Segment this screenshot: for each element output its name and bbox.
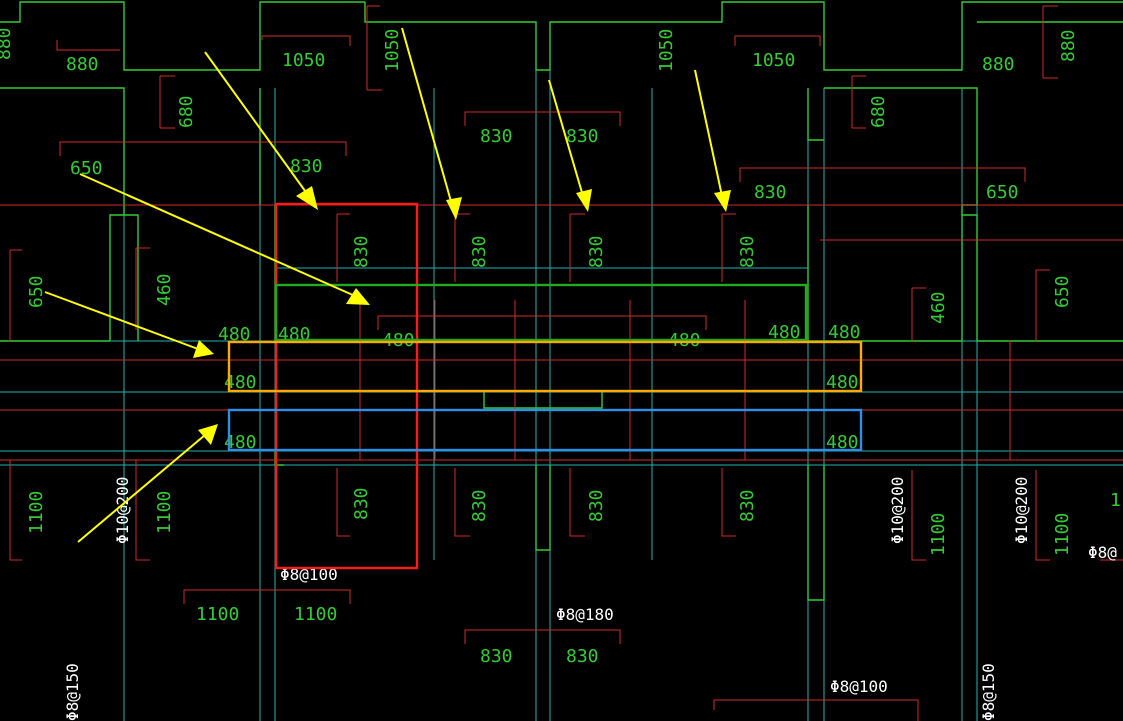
dim-label-1100-horizontal-b: 1100 [294,604,337,625]
dim-label-460-left: 460 [154,273,175,306]
arrow-head-4 [714,190,731,212]
dim-label-830-lower-b: 830 [469,489,490,522]
rebar-lines [0,5,1123,721]
arrow-head-5 [346,288,370,305]
dim-label-830-bottom-a: 830 [480,646,513,667]
dim-label-830-top-4: 830 [754,182,787,203]
dim-label-1050-right: 1050 [752,50,795,71]
annotation-arrows [44,27,731,543]
spec-label-phi8-100-a: Φ8@100 [280,565,338,584]
dim-label-480-row1-f: 480 [828,322,861,343]
spec-label-phi10-200-b: Φ10@200 [888,477,907,544]
spec-label-phi8-150-a: Φ8@150 [63,663,82,721]
arrow-line-4 [694,69,723,197]
arrow-line-6 [44,291,199,350]
dim-label-480-row1-a: 480 [218,324,251,345]
dim-label-880-right: 880 [982,54,1015,75]
dim-label-830-vertical-b: 830 [469,235,490,268]
dim-label-1100-horizontal-a: 1100 [196,604,239,625]
highlight-box-green [274,283,808,342]
arrow-line-3 [548,79,584,197]
dim-label-650-vertical-right: 650 [1052,275,1073,308]
spec-label-phi10-200-c: Φ10@200 [1012,477,1031,544]
dim-label-1050-vertical-a: 1050 [382,29,403,72]
dim-label-880-vertical-right: 880 [1058,29,1079,62]
highlight-box-red [274,202,419,570]
spec-label-phi8-100-b: Φ8@100 [830,677,888,696]
spec-label-phi8-150-b: Φ8@150 [979,663,998,721]
dim-label-480-row2-a: 480 [224,372,257,393]
highlight-boxes [227,202,863,570]
dim-label-1050-left: 1050 [282,50,325,71]
dim-label-830-vertical-d: 830 [737,235,758,268]
arrow-line-5 [79,173,356,297]
spec-label-phi10-200-a: Φ10@200 [113,477,132,544]
dim-label-1100-vertical-a: 1100 [26,491,47,534]
dim-label-480-row3-a: 480 [224,432,257,453]
dim-label-830-lower-c: 830 [586,489,607,522]
dim-label-460-right: 460 [928,291,949,324]
arrow-line-2 [401,27,453,206]
rebar-spec-labels: Φ10@200 Φ10@200 Φ10@200 Φ8@100 Φ8@180 Φ8… [63,477,1117,721]
dim-label-830-bottom-b: 830 [566,646,599,667]
highlight-box-blue [227,408,863,452]
dim-label-830-lower-a: 830 [351,487,372,520]
dim-label-880-left: 880 [66,54,99,75]
dim-label-830-top-1: 830 [480,126,513,147]
dim-label-830-lower-d: 830 [737,489,758,522]
dim-label-1100-vertical-b: 1100 [154,491,175,534]
dim-label-880-partial: 880 [0,27,15,60]
arrow-head-7 [198,424,218,445]
dim-label-830-vertical-c: 830 [586,235,607,268]
arrow-head-3 [576,189,592,212]
dim-label-650-left: 650 [70,158,103,179]
arrow-head-6 [193,340,214,358]
arrow-line-7 [77,434,206,543]
spec-label-phi8-180: Φ8@180 [556,605,614,624]
dim-label-830-top-3: 830 [290,156,323,177]
dim-label-480-row2-b: 480 [826,372,859,393]
dim-label-830-vertical-a: 830 [351,235,372,268]
dim-label-11-partial: 11 [1110,490,1123,511]
dim-label-1100-vertical-d: 1100 [1052,513,1073,556]
highlight-box-orange [227,340,863,393]
dim-label-480-row1-e: 480 [768,322,801,343]
dim-label-650-vertical-left: 650 [26,275,47,308]
dim-label-1050-vertical-b: 1050 [656,29,677,72]
arrow-head-1 [296,186,318,210]
spec-label-phi8-right: Φ8@ [1088,543,1117,562]
dim-label-680-left: 680 [176,95,197,128]
dim-label-830-top-2: 830 [566,126,599,147]
dim-label-480-row3-b: 480 [826,432,859,453]
arrow-head-2 [446,197,462,220]
dim-label-1100-vertical-c: 1100 [928,513,949,556]
dim-label-680-right: 680 [868,95,889,128]
arrow-line-1 [204,51,309,196]
dim-label-650-right: 650 [986,182,1019,203]
